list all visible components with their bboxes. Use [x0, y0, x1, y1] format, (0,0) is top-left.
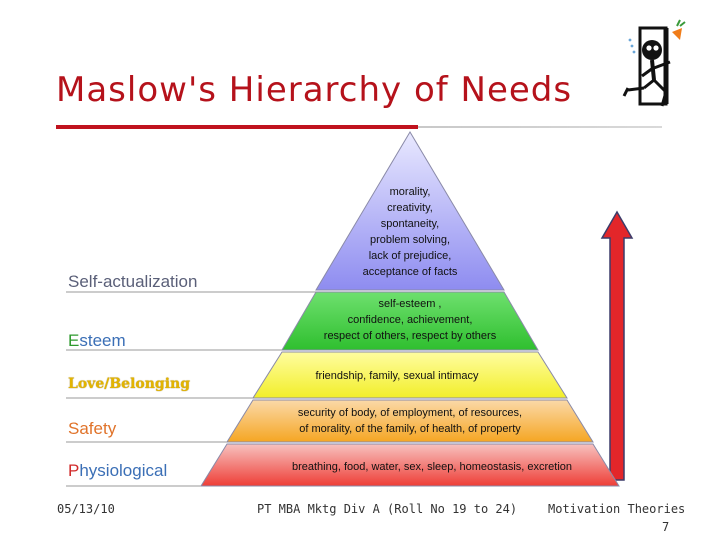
safety-line: security of body, of employment, of reso…	[298, 407, 522, 419]
pyramid-level-self-actualization	[315, 131, 505, 291]
label-esteem-rest: steem	[79, 331, 126, 350]
self-actualization-line: morality,	[390, 186, 431, 198]
self-actualization-line: spontaneity,	[381, 218, 440, 230]
esteem-line: confidence, achievement,	[348, 314, 473, 326]
esteem-line: self-esteem ,	[379, 298, 442, 310]
climbing-figure-icon	[622, 19, 686, 107]
label-esteem-initial: E	[68, 331, 80, 350]
up-arrow-icon	[600, 210, 634, 481]
self-actualization-line: lack of prejudice,	[369, 250, 452, 262]
pyramid-level-physiological	[200, 443, 620, 487]
esteem-line: respect of others, respect by others	[324, 330, 497, 342]
label-self-actualization: Self-actualization	[68, 272, 198, 291]
pyramid-level-esteem	[281, 291, 539, 351]
label-love-belonging: Love/Belonging	[68, 376, 190, 392]
label-physiological-rest: hysiological	[79, 461, 168, 480]
label-physiological: Physiological	[68, 461, 167, 481]
love-line: friendship, family, sexual intimacy	[315, 370, 479, 382]
label-physiological-initial: P	[68, 461, 80, 480]
title-divider-accent	[56, 125, 418, 129]
label-esteem: Esteem	[68, 331, 126, 351]
footer-topic: Motivation Theories	[548, 502, 686, 516]
physiological-line: breathing, food, water, sex, sleep, home…	[292, 461, 572, 473]
page-number: 7	[662, 520, 670, 534]
safety-line: of morality, of the family, of health, o…	[299, 423, 521, 435]
footer-date: 05/13/10	[57, 502, 115, 516]
footer-course: PT MBA Mktg Div A (Roll No 19 to 24)	[257, 502, 518, 516]
self-actualization-line: acceptance of facts	[363, 266, 458, 278]
slide-title: Maslow's Hierarchy of Needs	[56, 70, 573, 110]
self-actualization-line: problem solving,	[370, 234, 450, 246]
pyramid-level-safety	[226, 399, 594, 443]
pyramid-level-love	[252, 351, 568, 399]
self-actualization-line: creativity,	[387, 202, 433, 214]
label-safety: Safety	[68, 419, 117, 438]
